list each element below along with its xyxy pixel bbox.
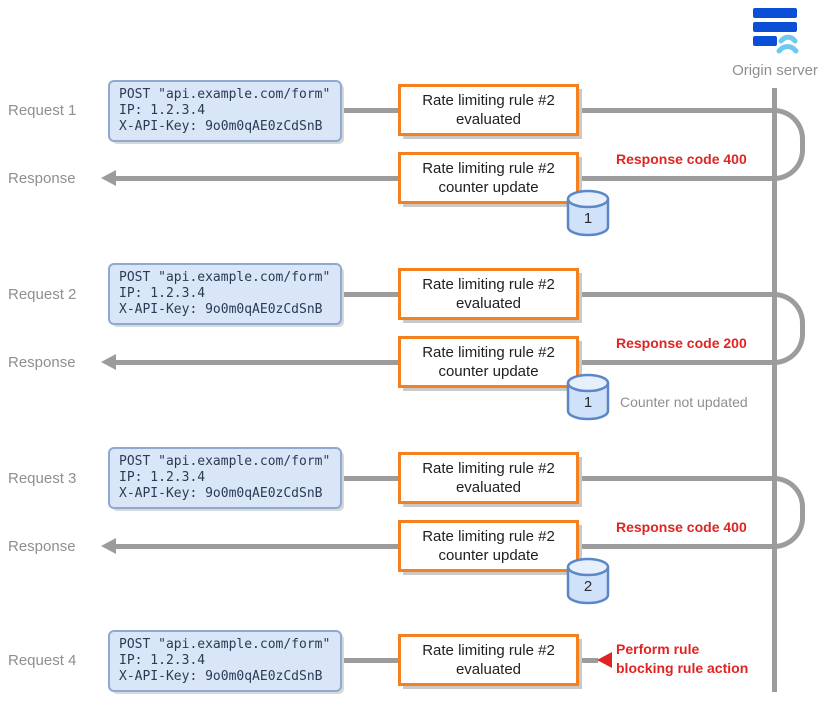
rule-evaluated-box-2: Rate limiting rule #2 evaluated (398, 268, 579, 320)
request-api-key-line: X-API-Key: 9o0m0qAE0zCdSnB (119, 669, 323, 684)
request-api-key-line: X-API-Key: 9o0m0qAE0zCdSnB (119, 302, 323, 317)
response-2-arrowhead-icon (101, 354, 116, 370)
request-payload-box-3: POST "api.example.com/form" IP: 1.2.3.4 … (108, 447, 342, 509)
rule-box-subtitle: evaluated (455, 295, 522, 312)
counter-not-updated-note: Counter not updated (620, 394, 748, 410)
rule-action-note: Perform rule blocking rule action (616, 640, 748, 678)
response-1-arrowhead-icon (101, 170, 116, 186)
rule-box-title: Rate limiting rule #2 (422, 92, 555, 109)
counter-value: 2 (583, 578, 593, 595)
rule-box-subtitle: evaluated (455, 661, 522, 678)
rule-evaluated-box-1: Rate limiting rule #2 evaluated (398, 84, 579, 136)
origin-roundtrip-arc-2 (774, 292, 805, 365)
rule-evaluated-box-4: Rate limiting rule #2 evaluated (398, 634, 579, 686)
request-payload-box-2: POST "api.example.com/form" IP: 1.2.3.4 … (108, 263, 342, 325)
counter-update-box-3: Rate limiting rule #2 counter update (398, 520, 579, 572)
lane-label-response-1: Response (8, 170, 76, 187)
rule-action-note-line-2: blocking rule action (616, 660, 749, 676)
rule-box-title: Rate limiting rule #2 (422, 344, 555, 361)
lane-label-request-1: Request 1 (8, 102, 77, 119)
rule-evaluated-box-3: Rate limiting rule #2 evaluated (398, 452, 579, 504)
request-method-line: POST "api.example.com/form" (119, 87, 331, 102)
rule-box-subtitle: counter update (438, 179, 539, 196)
lane-label-response-2: Response (8, 354, 76, 371)
rule-box-subtitle: evaluated (455, 479, 522, 496)
rule-box-title: Rate limiting rule #2 (422, 642, 555, 659)
request-api-key-line: X-API-Key: 9o0m0qAE0zCdSnB (119, 119, 323, 134)
origin-roundtrip-arc-3 (774, 476, 805, 549)
request-payload-box-4: POST "api.example.com/form" IP: 1.2.3.4 … (108, 630, 342, 692)
request-ip-line: IP: 1.2.3.4 (119, 286, 206, 301)
lane-label-response-3: Response (8, 538, 76, 555)
rule-action-note-line-1: Perform rule (616, 641, 700, 657)
counter-update-box-2: Rate limiting rule #2 counter update (398, 336, 579, 388)
response-3-arrowhead-icon (101, 538, 116, 554)
request-ip-line: IP: 1.2.3.4 (119, 470, 206, 485)
counter-database-icon-3: 2 (564, 556, 612, 606)
request-ip-line: IP: 1.2.3.4 (119, 103, 206, 118)
counter-database-icon-1: 1 (564, 188, 612, 238)
response-code-note-1: Response code 400 (616, 151, 747, 167)
request-method-line: POST "api.example.com/form" (119, 454, 331, 469)
counter-value: 1 (583, 210, 593, 227)
counter-database-icon-2: 1 (564, 372, 612, 422)
request-api-key-line: X-API-Key: 9o0m0qAE0zCdSnB (119, 486, 323, 501)
rule-box-title: Rate limiting rule #2 (422, 276, 555, 293)
rule-box-title: Rate limiting rule #2 (422, 460, 555, 477)
origin-server-label: Origin server (732, 62, 818, 79)
rule-box-title: Rate limiting rule #2 (422, 160, 555, 177)
lane-label-request-2: Request 2 (8, 286, 77, 303)
rule-box-subtitle: counter update (438, 363, 539, 380)
rule-box-subtitle: evaluated (455, 111, 522, 128)
response-code-note-2: Response code 200 (616, 335, 747, 351)
request-method-line: POST "api.example.com/form" (119, 270, 331, 285)
request-ip-line: IP: 1.2.3.4 (119, 653, 206, 668)
request-payload-box-1: POST "api.example.com/form" IP: 1.2.3.4 … (108, 80, 342, 142)
origin-roundtrip-arc-1 (774, 108, 805, 181)
rule-action-arrowhead-icon (597, 652, 612, 668)
rule-box-subtitle: counter update (438, 547, 539, 564)
lane-label-request-3: Request 3 (8, 470, 77, 487)
origin-lifeline (772, 88, 777, 692)
counter-value: 1 (583, 394, 593, 411)
counter-update-box-1: Rate limiting rule #2 counter update (398, 152, 579, 204)
rule-box-title: Rate limiting rule #2 (422, 528, 555, 545)
request-method-line: POST "api.example.com/form" (119, 637, 331, 652)
origin-server-icon (748, 3, 802, 57)
response-code-note-3: Response code 400 (616, 519, 747, 535)
lane-label-request-4: Request 4 (8, 652, 77, 669)
